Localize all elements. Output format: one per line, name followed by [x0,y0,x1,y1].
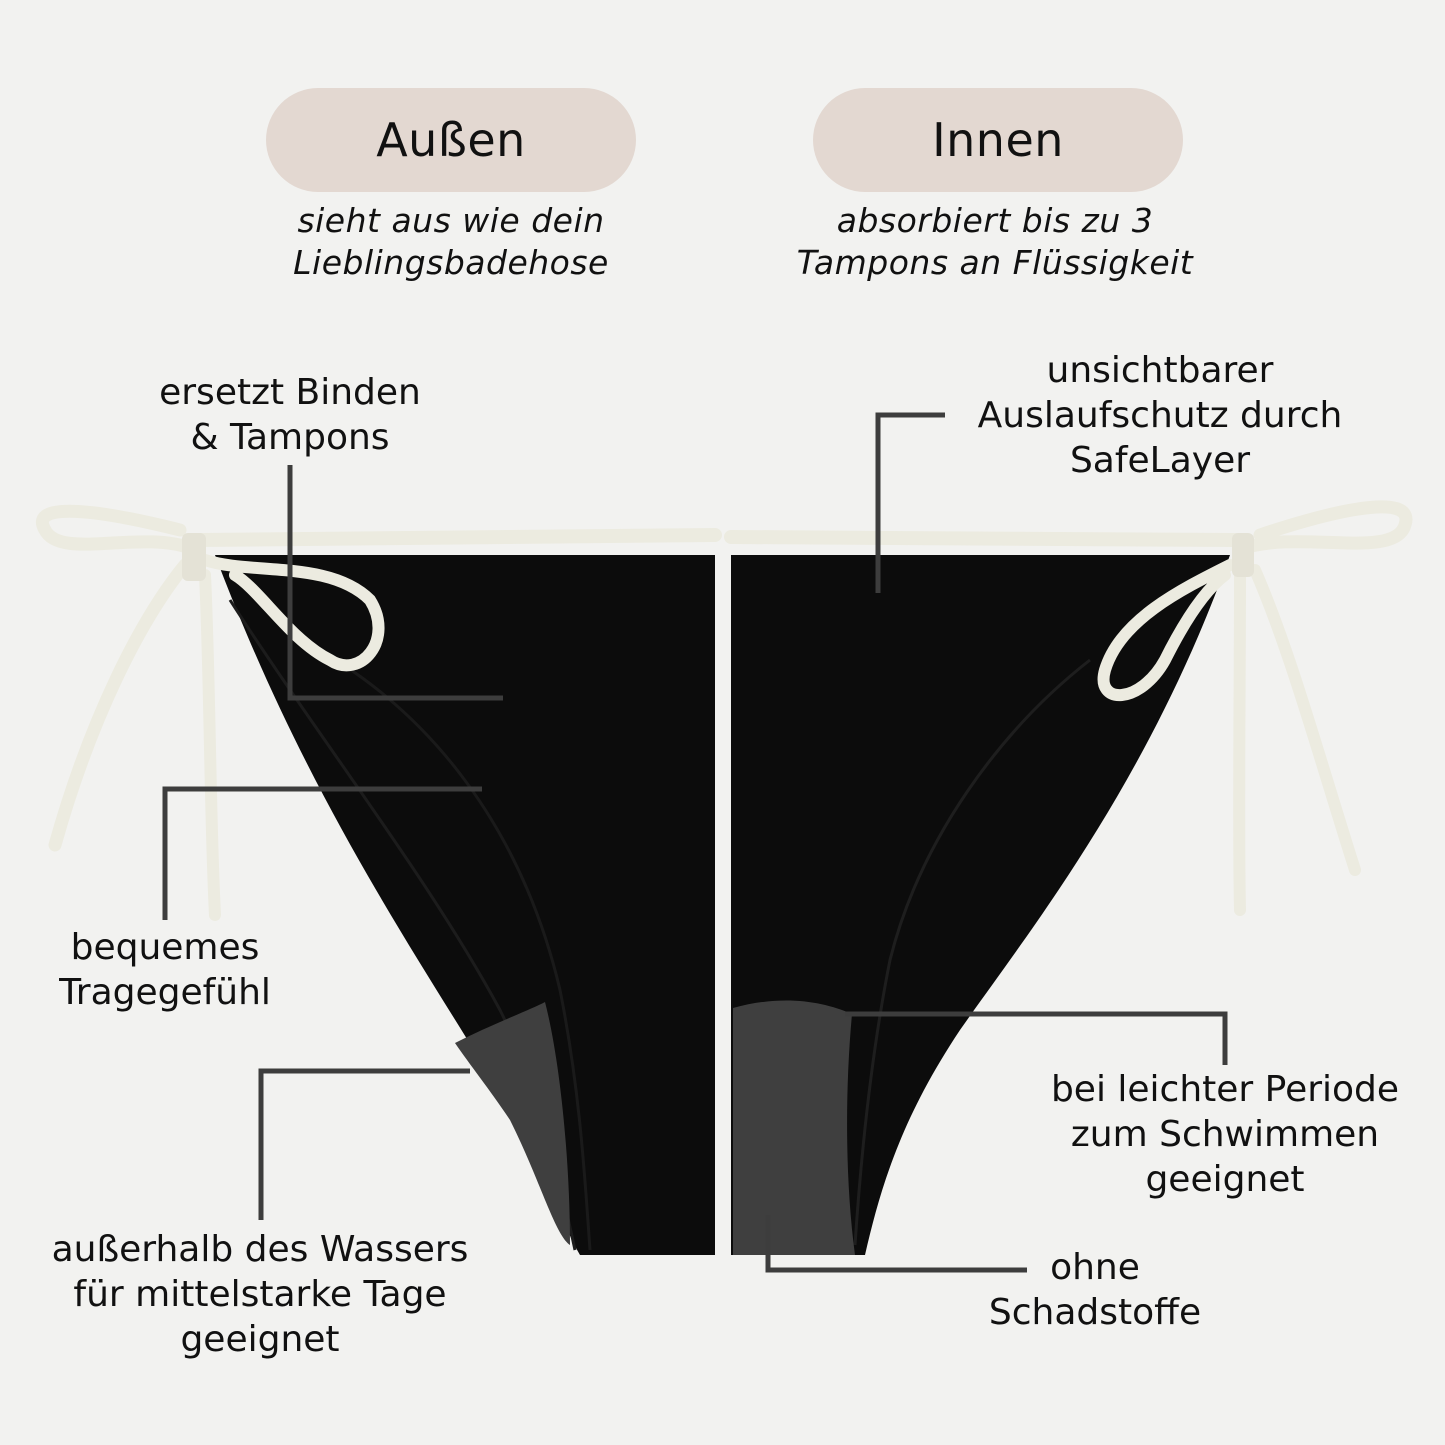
outside-title-pill: Außen [266,88,636,192]
outside-title: Außen [376,113,526,167]
callout-replaces-line1: ersetzt Binden [159,372,421,413]
leader-swimming [845,1011,1228,1065]
callout-replaces: ersetzt Binden & Tampons [140,370,440,460]
callout-outside-water-line3: geeignet [180,1319,340,1360]
callout-no-harmful-line1: ohne [1050,1247,1140,1288]
callout-comfort-line1: bequemes [70,927,260,968]
callout-leak-protection-line2: Auslaufschutz durch [977,395,1343,436]
callout-swimming-line2: zum Schwimmen [1070,1114,1380,1155]
callout-outside-water-line2: für mittelstarke Tage [73,1274,447,1315]
callout-leak-protection-line3: SafeLayer [1069,440,1251,481]
callout-no-harmful: ohne Schadstoffe [960,1245,1230,1335]
inside-subtitle-line1: absorbiert bis zu 3 [836,201,1154,240]
leader-lines [162,412,1228,1273]
callout-swimming-line1: bei leichter Periode [1050,1069,1400,1110]
leader-replaces [287,465,503,701]
callout-leak-protection: unsichtbarer Auslaufschutz durch SafeLay… [950,348,1370,483]
callout-no-harmful-line2: Schadstoffe [988,1292,1202,1333]
callout-comfort: bequemes Tragegefühl [20,925,310,1015]
callout-outside-water: außerhalb des Wassers für mittelstarke T… [10,1227,510,1362]
outside-subtitle: sieht aus wie dein Lieblingsbadehose [241,200,661,284]
leader-outside-water [258,1068,470,1220]
inside-subtitle: absorbiert bis zu 3 Tampons an Flüssigke… [760,200,1230,284]
leader-no-harmful [765,1215,1027,1273]
leader-comfort [162,786,482,920]
inside-title-pill: Innen [813,88,1183,192]
outside-subtitle-line1: sieht aus wie dein [297,201,605,240]
inside-view-garment [724,500,1413,1255]
callout-swimming-line3: geeignet [1145,1159,1305,1200]
leader-leak-protection [875,412,945,593]
callout-comfort-line2: Tragegefühl [59,972,271,1013]
inside-title: Innen [932,113,1064,167]
callout-swimming: bei leichter Periode zum Schwimmen geeig… [1020,1067,1430,1202]
callout-replaces-line2: & Tampons [190,417,390,458]
callout-leak-protection-line1: unsichtbarer [1046,350,1274,391]
inside-subtitle-line2: Tampons an Flüssigkeit [796,243,1194,282]
callout-outside-water-line1: außerhalb des Wassers [51,1229,469,1270]
outside-subtitle-line2: Lieblingsbadehose [293,243,609,282]
outside-view-garment [36,504,722,1255]
